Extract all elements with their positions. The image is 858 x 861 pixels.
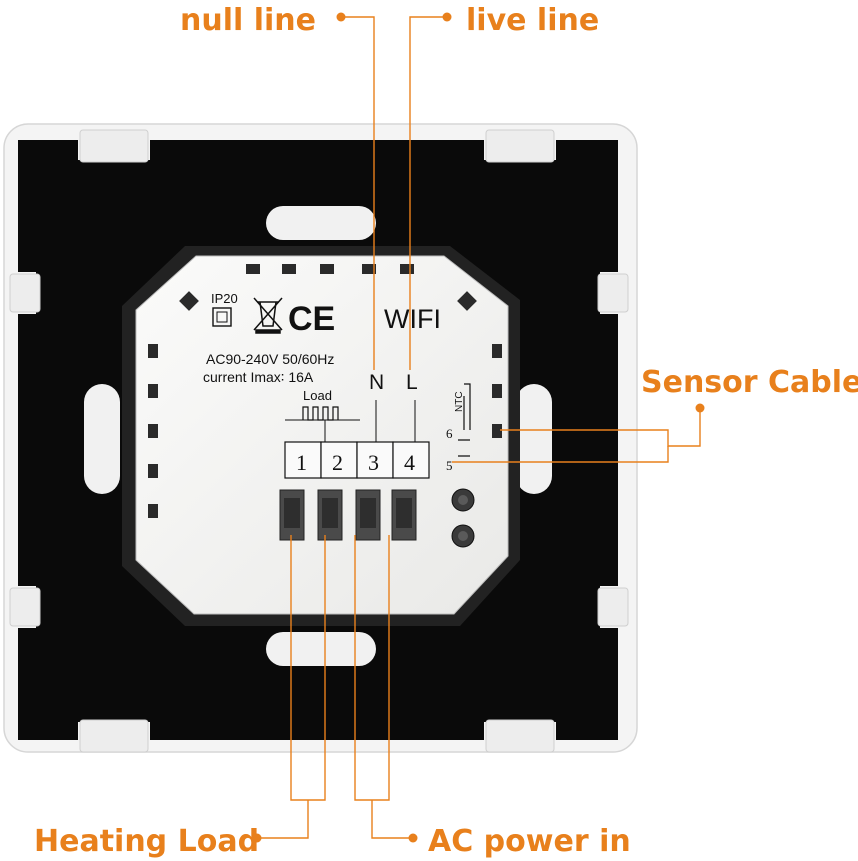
weee-crossed-bin-icon: [253, 297, 283, 334]
clip-slot-bottom-left: [79, 719, 149, 753]
clip-slot-right-lower: [597, 587, 629, 627]
ce-mark: CE: [288, 300, 335, 338]
corner-mark-right: [457, 291, 477, 311]
ip20-square-icon: [212, 307, 232, 327]
screw-slot-right: [516, 384, 552, 494]
terminal-l-label: L: [406, 371, 418, 394]
callout-dots: [252, 12, 705, 843]
callout-leader-lines: [260, 16, 701, 839]
terminal-screw-blocks: [279, 489, 417, 541]
clip-slot-left-upper: [9, 273, 41, 313]
terminal-n-label: N: [369, 371, 384, 394]
terminal-3: 3: [368, 450, 379, 475]
screw-slot-top: [266, 206, 376, 240]
clip-slot-top-right: [485, 129, 555, 163]
sensor-cable-callout: Sensor Cable: [641, 365, 858, 400]
screw-slot-bottom: [266, 632, 376, 666]
sensor-pin-5: 5: [446, 458, 453, 473]
wifi-label: WIFI: [384, 304, 441, 334]
current-spec: current Imax∶ 16A: [203, 369, 314, 385]
ntc-sensor-icon: [458, 383, 471, 457]
clip-slot-bottom-right: [485, 719, 555, 753]
load-label: Load: [303, 388, 332, 403]
corner-mark-left: [179, 291, 199, 311]
terminal-1: 1: [296, 450, 307, 475]
live-line-callout: live line: [466, 3, 599, 38]
terminal-number-block: [284, 400, 430, 479]
clip-slot-left-lower: [9, 587, 41, 627]
ip-rating-label: IP20: [211, 291, 238, 306]
sensor-pin-6: 6: [446, 426, 453, 441]
heating-load-callout: Heating Load: [34, 824, 259, 859]
terminal-2: 2: [332, 450, 343, 475]
left-vents: [148, 344, 158, 518]
terminal-4: 4: [404, 450, 415, 475]
clip-slot-top-left: [79, 129, 149, 163]
top-vents: [246, 264, 414, 274]
null-line-callout: null line: [180, 3, 316, 38]
clip-slot-right-upper: [597, 273, 629, 313]
ntc-label: NTC: [454, 391, 465, 412]
voltage-spec: AC90-240V 50/60Hz: [206, 351, 334, 367]
ac-power-in-callout: AC power in: [428, 824, 631, 859]
screw-slot-left: [84, 384, 120, 494]
right-vents: [492, 344, 502, 438]
